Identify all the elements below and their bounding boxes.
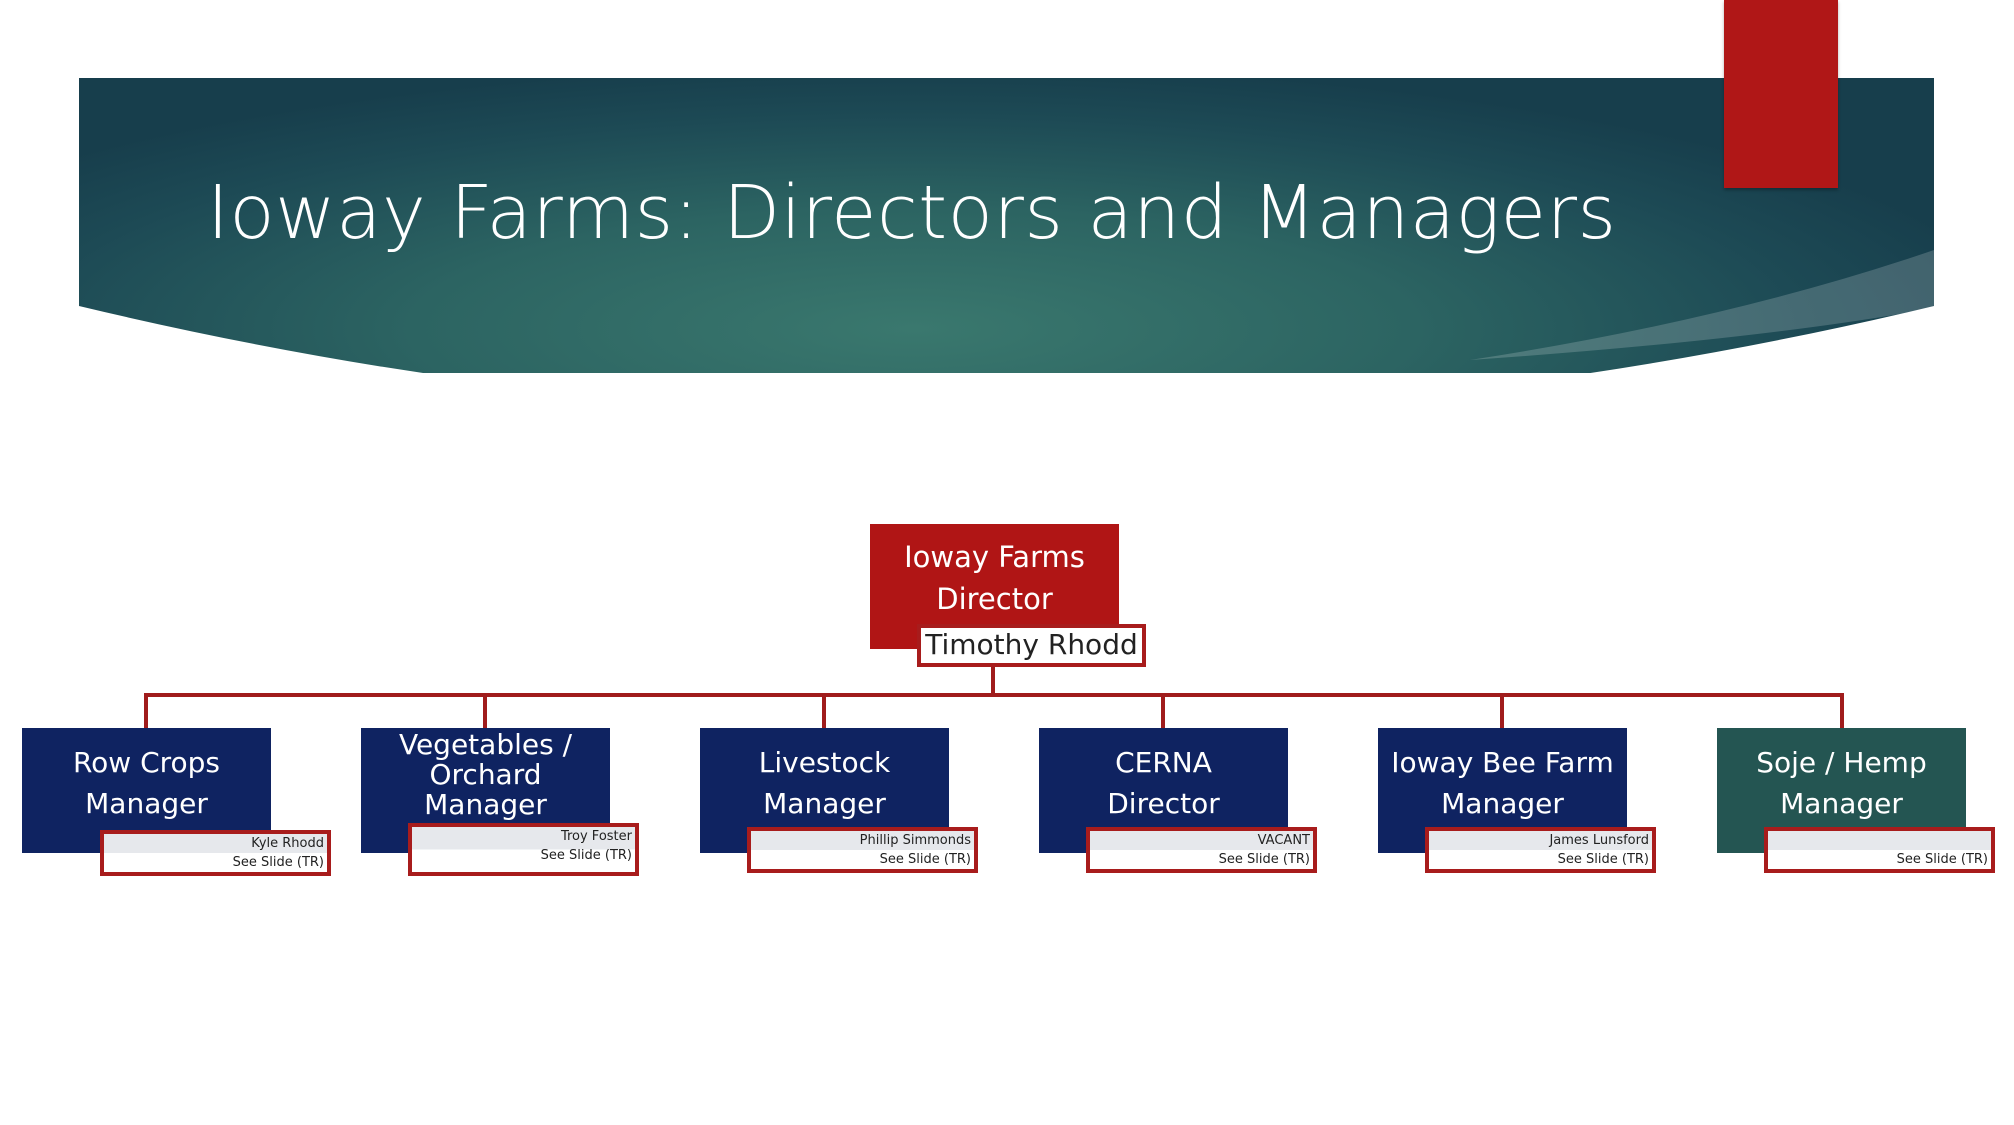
connector-drop [1161, 693, 1165, 728]
node-name: VACANT [1257, 833, 1310, 848]
root-title-line1: Ioway Farms [904, 540, 1085, 574]
node-title: Ioway Bee Farm [1391, 746, 1614, 779]
node-note: See Slide (TR) [232, 855, 324, 870]
connector-drop [1840, 693, 1844, 728]
node-note: See Slide (TR) [1218, 852, 1310, 867]
node-title: Row Crops [72, 746, 221, 779]
connector-root-down [991, 667, 995, 697]
node-title: Manager [424, 788, 547, 821]
slide-title: Ioway Farms: Directors and Managers [207, 170, 1617, 256]
connector-horizontal [144, 693, 1844, 697]
node-namebox: See Slide (TR) [1764, 827, 1995, 873]
connector-drop [144, 693, 148, 728]
node-namebox: Troy Foster See Slide (TR) [408, 823, 639, 876]
node-namebox: James Lunsford See Slide (TR) [1425, 827, 1656, 873]
node-namebox: VACANT See Slide (TR) [1086, 827, 1317, 873]
root-title-line2: Director [936, 582, 1053, 616]
node-name: Troy Foster [560, 829, 632, 844]
connector-drop [483, 693, 487, 728]
node-title: Soje / Hemp [1756, 746, 1927, 779]
red-accent-tab [1724, 0, 1838, 188]
node-title: Manager [85, 787, 208, 820]
node-name: Kyle Rhodd [251, 836, 324, 851]
node-note: See Slide (TR) [540, 848, 632, 863]
node-name [1768, 831, 1988, 850]
node-title: Director [1107, 787, 1220, 820]
node-title: Manager [763, 787, 886, 820]
node-title: Manager [1441, 787, 1564, 820]
node-title: Livestock [758, 746, 891, 779]
node-name: James Lunsford [1549, 833, 1649, 848]
node-note: See Slide (TR) [1896, 852, 1988, 867]
node-name: Phillip Simmonds [859, 833, 971, 848]
node-namebox: Kyle Rhodd See Slide (TR) [100, 830, 331, 876]
node-namebox: Phillip Simmonds See Slide (TR) [747, 827, 978, 873]
node-title: CERNA [1115, 746, 1212, 779]
root-name: Timothy Rhodd [917, 624, 1146, 667]
connector-drop [1500, 693, 1504, 728]
connector-drop [822, 693, 826, 728]
title-banner [79, 78, 1934, 373]
node-note: See Slide (TR) [879, 852, 971, 867]
node-title: Vegetables / Orchard [398, 728, 573, 791]
node-note: See Slide (TR) [1557, 852, 1649, 867]
node-title: Manager [1780, 787, 1903, 820]
